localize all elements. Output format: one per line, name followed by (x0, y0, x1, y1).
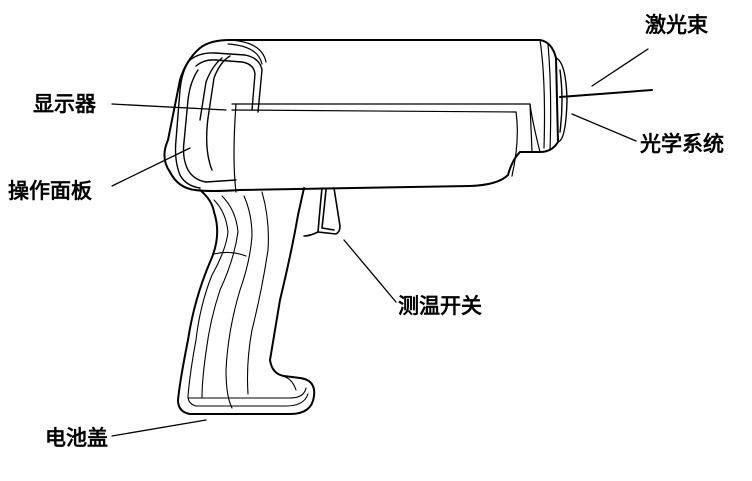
control-panel (174, 117, 237, 189)
body-edges (227, 39, 552, 193)
leader-laser-beam (591, 48, 649, 87)
optics-lens (555, 57, 568, 143)
leader-control-panel (111, 147, 191, 187)
label-laser-beam: 激光束 (645, 13, 708, 37)
leader-optics (571, 113, 637, 142)
label-trigger: 测温开关 (398, 294, 482, 318)
laser-beam-line (559, 89, 653, 98)
leader-trigger (343, 239, 397, 303)
label-display: 显示器 (33, 92, 96, 116)
leader-display (111, 103, 227, 111)
label-control-panel: 操作面板 (8, 179, 92, 203)
leader-lines (111, 48, 649, 437)
label-optics: 光学系统 (640, 132, 724, 156)
label-battery-cover: 电池盖 (45, 426, 108, 450)
handle-outline (177, 187, 316, 415)
handle-edges (187, 191, 309, 409)
leader-battery-cover (111, 419, 207, 437)
display-window (175, 52, 263, 143)
trigger-switch (303, 187, 341, 237)
body-outline (163, 39, 559, 192)
